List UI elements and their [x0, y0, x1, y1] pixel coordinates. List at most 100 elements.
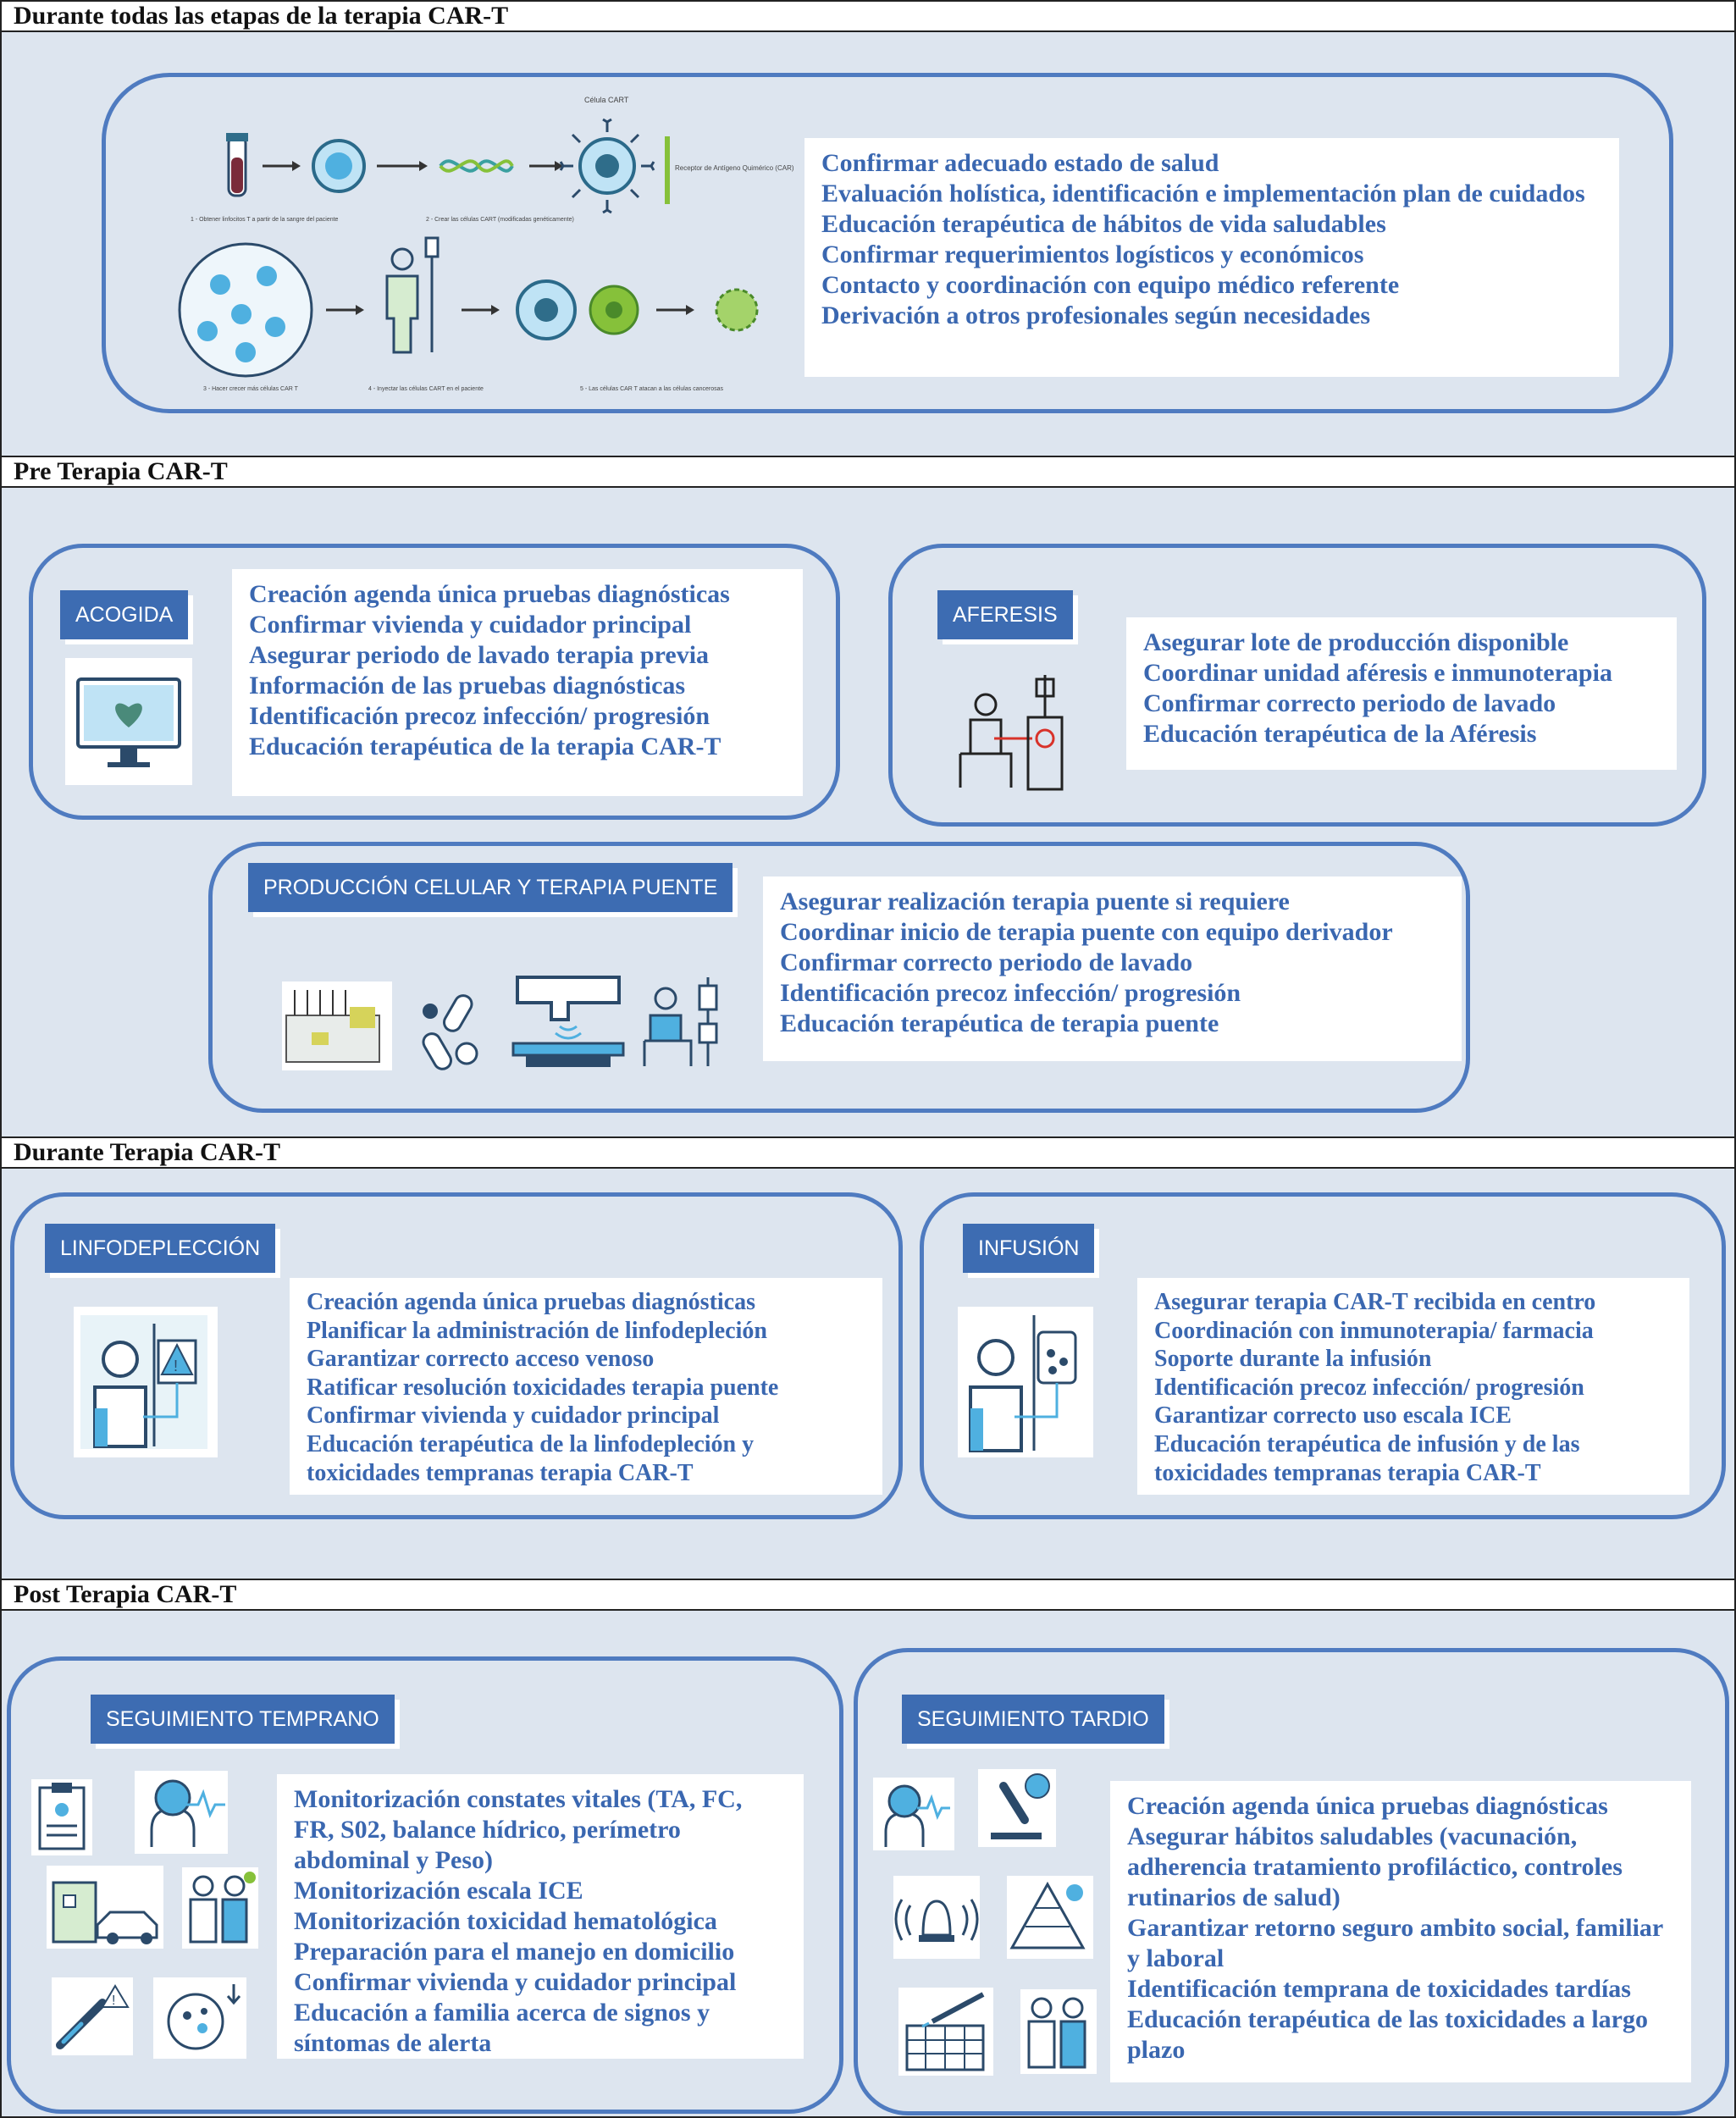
cell-label: Célula CART	[584, 96, 629, 104]
list-item: Soporte durante la infusión	[1154, 1346, 1432, 1373]
temprano-tag: SEGUIMIENTO TEMPRANO	[91, 1695, 395, 1744]
patient-chemo-icon	[640, 973, 725, 1075]
lab-equipment-icon	[282, 982, 392, 1070]
section-during: Durante Terapia CAR-T LINFODEPLECCIÓN ! …	[0, 1136, 1736, 1580]
vaccine-calendar-icon	[898, 1988, 993, 2076]
patient-iv-warning-icon: !	[74, 1307, 218, 1457]
list-item: Preparación para el manejo en domicilio	[294, 1938, 735, 1966]
all-stages-list: Confirmar adecuado estado de salud Evalu…	[804, 138, 1619, 377]
list-item: Educación terapéutica de la Aféresis	[1143, 720, 1537, 748]
patient-heartbeat-icon	[135, 1771, 228, 1854]
linfo-list: Creación agenda única pruebas diagnóstic…	[290, 1278, 882, 1495]
list-item: Confirmar vivienda y cuidador principal	[307, 1402, 720, 1430]
list-item: Monitorización constates vitales (TA, FC…	[294, 1785, 743, 1874]
cancer-cell-icon	[589, 285, 639, 335]
aferesis-tag: AFERESIS	[937, 590, 1073, 639]
aferesis-pod: AFERESIS Asegurar lote de producción dis…	[888, 544, 1706, 827]
section-pre: Pre Terapia CAR-T ACOGIDA Creación agend…	[0, 456, 1736, 1138]
clipboard-icon	[31, 1779, 92, 1855]
section-title: Durante todas las etapas de la terapia C…	[2, 2, 1734, 32]
aferesis-list: Asegurar lote de producción disponible C…	[1126, 617, 1677, 770]
list-item: Asegurar terapia CAR-T recibida en centr…	[1154, 1289, 1596, 1315]
bell-icon	[893, 1876, 980, 1959]
petri-dish-icon	[153, 1977, 246, 2059]
list-item: Derivación a otros profesionales según n…	[821, 301, 1371, 329]
list-item: Coordinar inicio de terapia puente con e…	[780, 918, 1393, 946]
list-item: Identificación precoz infección/ progres…	[1154, 1374, 1584, 1401]
list-item: Confirmar correcto periodo de lavado	[1143, 689, 1556, 717]
thermometer-icon: !	[52, 1977, 133, 2055]
list-item: Identificación temprana de toxicidades t…	[1127, 1975, 1631, 2003]
food-pyramid-icon	[1007, 1876, 1093, 1959]
patient-iv-bag-icon	[958, 1307, 1093, 1457]
section-title: Post Terapia CAR-T	[2, 1580, 1734, 1611]
car-t-process-diagram: Célula CART Receptor de Antígeno Quiméri…	[157, 86, 860, 407]
list-item: Educación terapéutica de hábitos de vida…	[821, 210, 1386, 238]
tardio-pod: SEGUIMIENTO TARDIO Creación agenda única…	[854, 1648, 1729, 2115]
list-item: Coordinar unidad aféresis e inmunoterapi…	[1143, 659, 1612, 687]
list-item: Evaluación holística, identificación e i…	[821, 180, 1585, 207]
list-item: Educación terapéutica de infusión y de l…	[1154, 1430, 1580, 1486]
list-item: Asegurar periodo de lavado terapia previ…	[249, 641, 710, 669]
list-item: Creación agenda única pruebas diagnóstic…	[307, 1289, 755, 1315]
list-item: Identificación precoz infección/ progres…	[780, 979, 1241, 1007]
list-item: Contacto y coordinación con equipo médic…	[821, 271, 1400, 299]
temprano-pod: SEGUIMIENTO TEMPRANO ! Monitorización co…	[7, 1656, 843, 2114]
dna-icon	[439, 159, 514, 173]
list-item: Creación agenda única pruebas diagnóstic…	[249, 580, 730, 608]
list-item: Educación terapéutica de las toxicidades…	[1127, 2005, 1648, 2064]
car-t-process-svg: Célula CART Receptor de Antígeno Quiméri…	[178, 96, 794, 392]
monitor-heart-icon	[65, 658, 192, 785]
pills-icon	[420, 986, 484, 1075]
list-item: Información de las pruebas diagnósticas	[249, 672, 686, 700]
step1-label: 1 - Obtener linfocitos T a partir de la …	[191, 217, 339, 223]
infusion-list: Asegurar terapia CAR-T recibida en centr…	[1137, 1278, 1689, 1495]
acogida-list: Creación agenda única pruebas diagnóstic…	[232, 569, 803, 796]
radiotherapy-machine-icon	[509, 969, 628, 1075]
t-cell-icon	[312, 139, 366, 193]
list-item: Educación terapéutica de la linfodepleci…	[307, 1430, 755, 1486]
list-item: Ratificar resolución toxicidades terapia…	[307, 1374, 779, 1401]
produccion-pod: PRODUCCIÓN CELULAR Y TERAPIA PUENTE	[208, 842, 1470, 1113]
tardio-tag: SEGUIMIENTO TARDIO	[902, 1695, 1164, 1744]
house-car-icon	[47, 1866, 163, 1949]
step4-label: 4 - Inyectar las células CART en el paci…	[368, 386, 484, 392]
list-item: Asegurar hábitos saludables (vacunación,…	[1127, 1822, 1623, 1911]
list-item: Confirmar correcto periodo de lavado	[780, 948, 1193, 976]
infusion-tag: INFUSIÓN	[963, 1224, 1095, 1273]
list-item: Asegurar realización terapia puente si r…	[780, 888, 1290, 915]
temprano-list: Monitorización constates vitales (TA, FC…	[277, 1774, 804, 2059]
microscope-icon	[978, 1769, 1056, 1847]
produccion-tag: PRODUCCIÓN CELULAR Y TERAPIA PUENTE	[248, 863, 733, 912]
infusion-pod: INFUSIÓN Asegurar terapia CAR-T recibida…	[920, 1192, 1726, 1519]
receptor-icon	[665, 136, 670, 204]
step3-label: 3 - Hacer crecer más células CAR T	[203, 386, 299, 392]
list-item: Garantizar retorno seguro ambito social,…	[1127, 1914, 1663, 1972]
list-item: Educación a familia acerca de signos y s…	[294, 1999, 710, 2057]
acogida-tag: ACOGIDA	[60, 590, 189, 639]
list-item: Educación terapéutica de la terapia CAR-…	[249, 733, 721, 760]
section-post: Post Terapia CAR-T SEGUIMIENTO TEMPRANO …	[0, 1579, 1736, 2118]
patient-heartbeat-icon	[873, 1778, 954, 1850]
destroyed-cell-icon	[715, 288, 759, 332]
section-title: Pre Terapia CAR-T	[2, 457, 1734, 488]
list-item: Asegurar lote de producción disponible	[1143, 628, 1569, 656]
receptor-label: Receptor de Antígeno Quimérico (CAR)	[675, 164, 794, 172]
section-title: Durante Terapia CAR-T	[2, 1138, 1734, 1169]
tardio-list: Creación agenda única pruebas diagnóstic…	[1110, 1781, 1691, 2082]
patient-infusion-icon	[385, 236, 440, 354]
list-item: Identificación precoz infección/ progres…	[249, 702, 710, 730]
svg-text:!: !	[112, 1994, 115, 2008]
list-item: Garantizar correcto acceso venoso	[307, 1346, 655, 1373]
list-item: Confirmar requerimientos logísticos y ec…	[821, 241, 1364, 268]
svg-text:!: !	[174, 1358, 178, 1374]
list-item: Educación terapéutica de terapia puente	[780, 1009, 1219, 1037]
list-item: Garantizar correcto uso escala ICE	[1154, 1402, 1512, 1430]
list-item: Coordinación con inmunoterapia/ farmacia	[1154, 1317, 1594, 1344]
doctor-patient-icon	[182, 1867, 258, 1949]
list-item: Planificar la administración de linfodep…	[307, 1317, 767, 1344]
step2-label: 2 - Crear las células CART (modificadas …	[426, 217, 574, 223]
linfo-tag: LINFODEPLECCIÓN	[45, 1224, 276, 1273]
car-t-cell-icon	[559, 118, 655, 214]
attacking-car-t-icon	[516, 279, 577, 340]
